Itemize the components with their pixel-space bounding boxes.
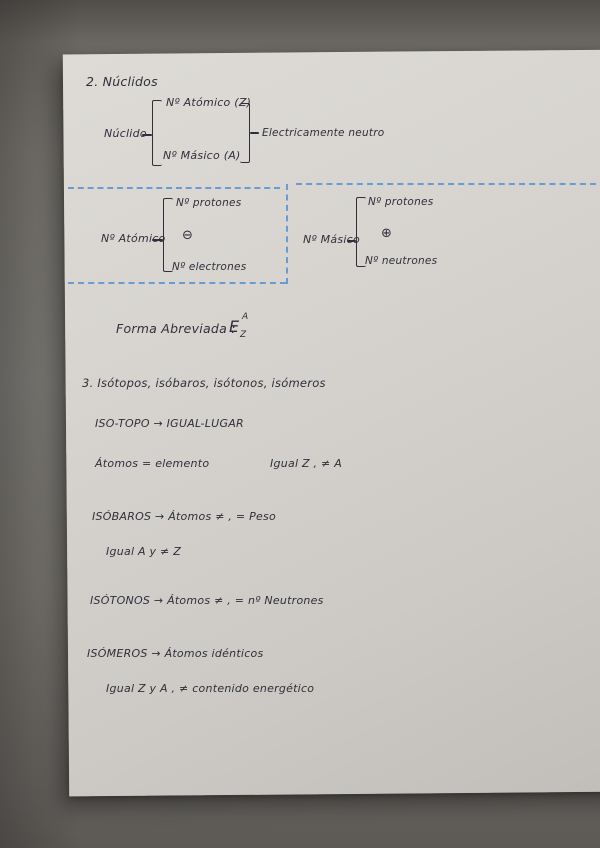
line-isotonos: ISÓTONOS → Átomos ≠ , = nº Neutrones <box>90 594 324 607</box>
atomico-connector-line <box>152 239 163 241</box>
line-isomeros: ISÓMEROS → Átomos idénticos <box>87 647 264 660</box>
dashed-divider-vertical <box>286 184 288 284</box>
nuclide-subscript-Z: Z <box>240 330 247 340</box>
nuclide-superscript-A: A <box>242 312 249 322</box>
line-igual-z: Igual Z , ≠ A <box>270 457 343 470</box>
negative-charge-icon: ⊖ <box>182 228 194 243</box>
annotation-connector-line <box>250 132 259 134</box>
branch-masico: Nº Másico (A) <box>163 149 241 162</box>
nuclido-label: Núclido <box>104 127 147 140</box>
masico-connector-line <box>347 240 356 242</box>
branch-atomico: Nº Atómico (Z) <box>166 96 252 109</box>
line-isobaros-detail: Igual A y ≠ Z <box>106 545 182 558</box>
atomico-label: Nº Atómico <box>101 232 166 245</box>
section2-heading: 2. Núclidos <box>86 74 158 89</box>
atomico-item-electrones: Nº electrones <box>172 261 247 273</box>
atomico-open-brace <box>163 198 173 272</box>
nuclido-close-brace <box>240 103 250 163</box>
masico-open-brace <box>356 197 366 267</box>
dashed-divider-bottom <box>68 282 286 284</box>
line-isobaros: ISÓBAROS → Átomos ≠ , = Peso <box>92 510 276 523</box>
section3-heading: 3. Isótopos, isóbaros, isótonos, isómero… <box>82 376 326 390</box>
dashed-divider-top-left <box>68 187 280 189</box>
positive-charge-icon: ⊕ <box>381 226 393 241</box>
nuclido-connector-line <box>142 134 152 136</box>
nuclido-open-brace <box>152 100 162 166</box>
atomico-item-protones: Nº protones <box>176 197 242 209</box>
masico-item-protones: Nº protones <box>368 196 434 208</box>
forma-abreviada-label: Forma Abreviada : <box>116 321 236 336</box>
line-isotopo: ISO-TOPO → IGUAL-LUGAR <box>95 417 244 430</box>
line-isomeros-detail: Igual Z y A , ≠ contenido energético <box>106 682 315 695</box>
line-atomos-elemento: Átomos = elemento <box>95 457 210 470</box>
electrically-neutral-annotation: Electricamente neutro <box>262 127 385 139</box>
nuclide-symbol: E <box>229 317 240 336</box>
masico-item-neutrones: Nº neutrones <box>365 255 438 267</box>
masico-label: Nº Másico <box>303 233 360 246</box>
dashed-divider-top-right <box>296 183 596 185</box>
